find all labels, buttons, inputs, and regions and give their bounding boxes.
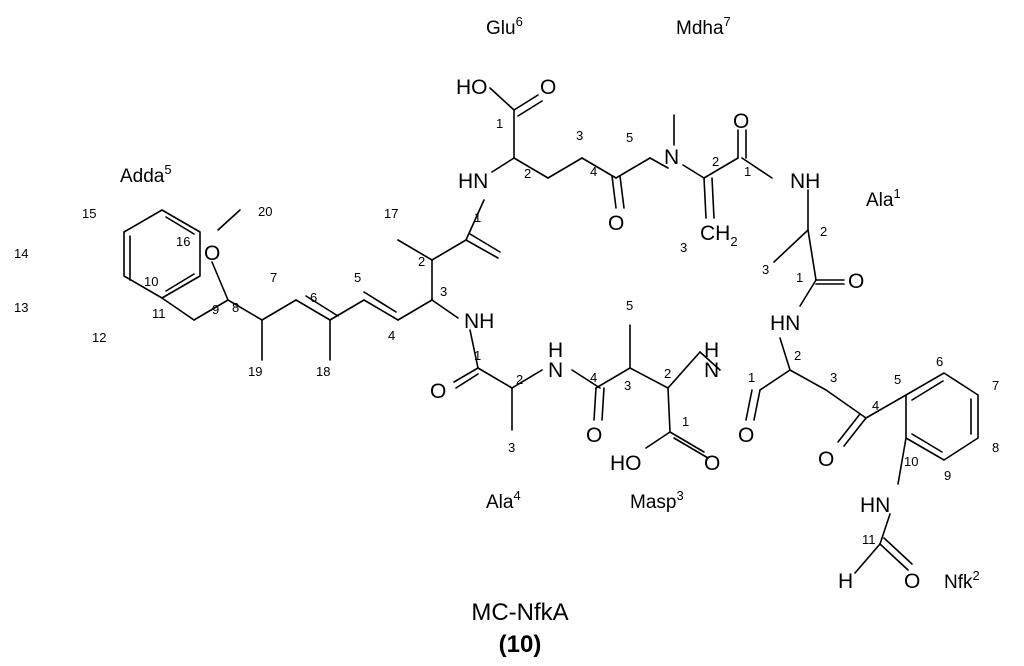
atom-labels: HO O HN O N O CH2 NH O HN NH O H N O H N… <box>204 76 920 593</box>
locant: 14 <box>14 246 28 261</box>
atom-n-methyl: N <box>664 146 679 169</box>
locant: 2 <box>418 254 425 269</box>
locant: 1 <box>474 348 481 363</box>
atom-o-masp: O <box>586 424 602 447</box>
locant: 2 <box>664 366 671 381</box>
atom-o-nfk-amide: O <box>738 424 754 447</box>
locant: 3 <box>680 240 687 255</box>
locant: 3 <box>830 370 837 385</box>
residue-label-ala1: Ala1 <box>866 186 901 211</box>
locant: 7 <box>270 270 277 285</box>
residue-label-mdha7: Mdha7 <box>676 14 731 39</box>
atom-o-formyl: O <box>904 570 920 593</box>
atom-n-ala4: N <box>548 359 563 382</box>
locant: 12 <box>92 330 106 345</box>
locant: 5 <box>894 372 901 387</box>
atom-o-masp-acid: O <box>704 452 720 475</box>
locant: 6 <box>310 290 317 305</box>
atom-o-ketone: O <box>818 448 834 471</box>
atom-h-masp: H <box>704 339 719 362</box>
locant: 5 <box>354 270 361 285</box>
atom-hn-glu: HN <box>458 170 488 193</box>
locant: 9 <box>944 468 951 483</box>
residue-label-nfk2: Nfk2 <box>944 568 980 593</box>
residue-label-adda5: Adda5 <box>120 162 172 187</box>
locant: 1 <box>744 164 751 179</box>
atom-n-masp: N <box>704 359 719 382</box>
compound-name: MC-NfkA <box>471 599 568 626</box>
residue-label-glu6: Glu6 <box>486 14 523 39</box>
locant: 2 <box>794 348 801 363</box>
atom-hn-formyl: HN <box>860 494 890 517</box>
locant: 5 <box>626 298 633 313</box>
locant: 11 <box>862 532 876 547</box>
residue-label-masp3: Masp3 <box>630 488 684 513</box>
locant: 8 <box>232 300 239 315</box>
atom-nh-adda: NH <box>464 310 494 333</box>
atom-nh-ala1: NH <box>790 170 820 193</box>
compound-caption: MC-NfkA (10) <box>471 599 568 658</box>
atom-o-amide-top: O <box>608 212 624 235</box>
locant: 10 <box>144 274 158 289</box>
locant: 4 <box>590 370 597 385</box>
bonds <box>123 87 979 574</box>
locant: 1 <box>474 210 481 225</box>
atom-o-ala4: O <box>430 380 446 403</box>
locant: 11 <box>152 306 166 321</box>
atom-h-ala4: H <box>548 339 563 362</box>
locant: 3 <box>762 262 769 277</box>
locant: 4 <box>590 164 597 179</box>
locant: 3 <box>576 128 583 143</box>
locant: 5 <box>626 130 633 145</box>
compound-number: (10) <box>499 631 542 658</box>
atom-o-mdha: O <box>733 110 749 133</box>
locant: 7 <box>992 378 999 393</box>
atom-o-top: O <box>540 76 556 99</box>
atom-h-formyl: H <box>838 570 853 593</box>
locant: 1 <box>796 270 803 285</box>
atom-hn-nfk: HN <box>770 312 800 335</box>
locant: 4 <box>388 328 395 343</box>
locant: 8 <box>992 440 999 455</box>
locant: 17 <box>384 206 398 221</box>
residue-labels: Glu6 Mdha7 Adda5 Ala1 Ala4 Masp3 Nfk2 <box>120 14 980 593</box>
locant: 2 <box>516 372 523 387</box>
locant: 1 <box>682 414 689 429</box>
atom-o-methoxy: O <box>204 242 220 265</box>
locant: 3 <box>508 440 515 455</box>
locant: 15 <box>82 206 96 221</box>
locant: 20 <box>258 204 272 219</box>
locant: 18 <box>316 364 330 379</box>
locant: 16 <box>176 234 190 249</box>
locant: 2 <box>524 166 531 181</box>
residue-label-ala4: Ala4 <box>486 488 521 513</box>
locant: 4 <box>872 398 879 413</box>
locant: 13 <box>14 300 28 315</box>
atom-ho-top: HO <box>456 76 488 99</box>
locant: 1 <box>748 370 755 385</box>
locant: 19 <box>248 364 262 379</box>
locant: 9 <box>212 302 219 317</box>
atom-ch2: CH2 <box>700 222 738 249</box>
locant: 6 <box>936 354 943 369</box>
locant: 2 <box>712 154 719 169</box>
atom-ho-masp: HO <box>610 452 642 475</box>
locant: 2 <box>820 224 827 239</box>
locants: 1 2 3 4 5 2 1 3 2 3 1 20 15 16 14 13 12 … <box>14 116 999 547</box>
locant: 1 <box>496 116 503 131</box>
atom-o-ala1: O <box>848 270 864 293</box>
locant: 3 <box>440 284 447 299</box>
locant: 10 <box>904 454 918 469</box>
locant: 3 <box>624 378 631 393</box>
